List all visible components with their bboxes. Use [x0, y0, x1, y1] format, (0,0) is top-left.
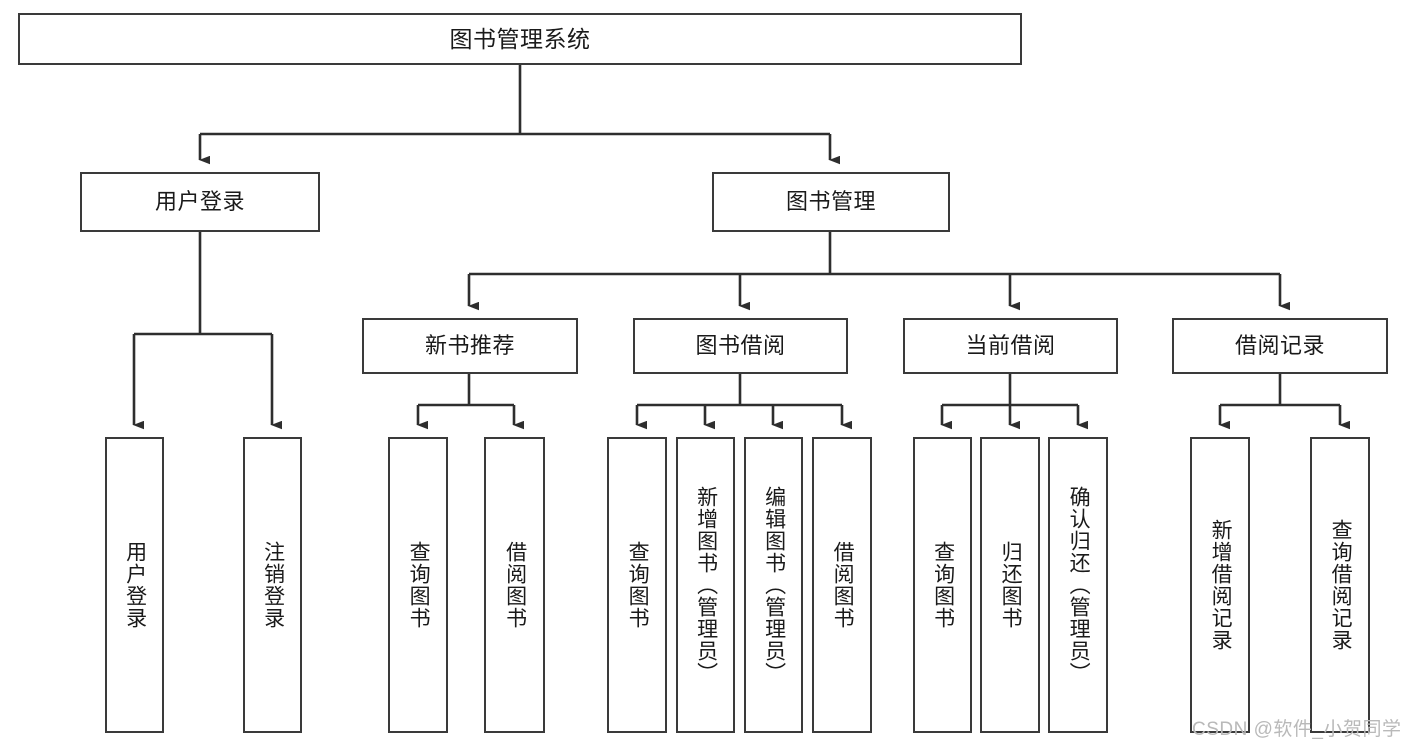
leaf-borrow-book-newbook[interactable]: 借阅图书 — [484, 437, 545, 733]
node-new-book-recommend[interactable]: 新书推荐 — [362, 318, 578, 374]
leaf-add-borrow-record[interactable]: 新增借阅记录 — [1190, 437, 1250, 733]
leaf-query-book-borrow[interactable]: 查询图书 — [607, 437, 667, 733]
node-label: 图书管理 — [785, 189, 876, 215]
node-label: 确认归还（管理员） — [1067, 486, 1091, 684]
node-label: 当前借阅 — [965, 333, 1056, 359]
leaf-add-book-admin[interactable]: 新增图书（管理员） — [676, 437, 735, 733]
leaf-query-book-newbook[interactable]: 查询图书 — [388, 437, 448, 733]
node-label: 查询借阅记录 — [1329, 519, 1353, 651]
leaf-confirm-return-admin[interactable]: 确认归还（管理员） — [1048, 437, 1108, 733]
node-root-system[interactable]: 图书管理系统 — [18, 13, 1022, 65]
node-label: 查询图书 — [626, 541, 650, 629]
node-label: 新增借阅记录 — [1209, 519, 1233, 651]
node-label: 图书管理系统 — [449, 25, 591, 52]
node-label: 借阅记录 — [1234, 333, 1325, 359]
node-book-management[interactable]: 图书管理 — [712, 172, 950, 232]
node-label: 借阅图书 — [503, 541, 527, 629]
leaf-user-login[interactable]: 用户登录 — [105, 437, 164, 733]
node-label: 新书推荐 — [424, 333, 515, 359]
node-label: 查询图书 — [931, 541, 955, 629]
node-label: 借阅图书 — [831, 541, 855, 629]
node-current-borrow[interactable]: 当前借阅 — [903, 318, 1118, 374]
node-label: 用户登录 — [123, 541, 147, 629]
node-label: 归还图书 — [999, 541, 1023, 629]
node-label: 编辑图书（管理员） — [762, 486, 786, 684]
leaf-query-book-current[interactable]: 查询图书 — [913, 437, 972, 733]
node-book-borrow[interactable]: 图书借阅 — [633, 318, 848, 374]
node-label: 查询图书 — [407, 541, 431, 629]
leaf-query-borrow-record[interactable]: 查询借阅记录 — [1310, 437, 1370, 733]
node-label: 注销登录 — [261, 541, 285, 629]
csdn-watermark: CSDN @软件_小贺同学 — [1192, 719, 1402, 740]
leaf-borrow-book-borrow[interactable]: 借阅图书 — [812, 437, 872, 733]
leaf-return-book[interactable]: 归还图书 — [980, 437, 1040, 733]
leaf-edit-book-admin[interactable]: 编辑图书（管理员） — [744, 437, 803, 733]
leaf-logout-login[interactable]: 注销登录 — [243, 437, 302, 733]
node-label: 新增图书（管理员） — [694, 486, 718, 684]
node-borrow-record[interactable]: 借阅记录 — [1172, 318, 1388, 374]
node-user-login[interactable]: 用户登录 — [80, 172, 320, 232]
node-label: 用户登录 — [154, 189, 245, 215]
node-label: 图书借阅 — [695, 333, 786, 359]
